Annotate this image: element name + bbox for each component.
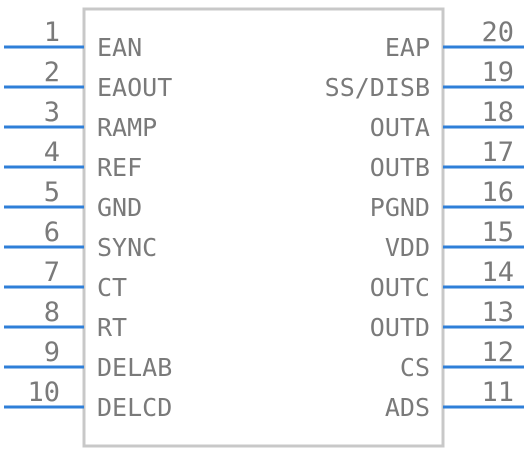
pin-number: 13 <box>481 297 514 328</box>
pin-number: 5 <box>44 177 60 208</box>
pin-number: 2 <box>44 57 60 88</box>
pin-number: 4 <box>44 137 60 168</box>
pin-name: RT <box>97 313 127 342</box>
pin-number: 17 <box>481 137 514 168</box>
pin-name: RAMP <box>97 113 157 142</box>
pin-number: 19 <box>481 57 514 88</box>
pin-number: 8 <box>44 297 60 328</box>
pin-number: 12 <box>481 337 514 368</box>
pin-number: 3 <box>44 97 60 128</box>
pin-number: 7 <box>44 257 60 288</box>
pin-name: CS <box>400 353 430 382</box>
pin-name: OUTC <box>370 273 430 302</box>
pin-name: VDD <box>385 233 430 262</box>
pin-number: 6 <box>44 217 60 248</box>
pin-number: 1 <box>44 17 60 48</box>
pin-name: PGND <box>370 193 430 222</box>
pin-name: GND <box>97 193 142 222</box>
pin-name: EAP <box>385 33 430 62</box>
pin-name: REF <box>97 153 142 182</box>
pin-name: CT <box>97 273 127 302</box>
pin-name: OUTA <box>370 113 430 142</box>
ic-body-outline <box>82 7 445 448</box>
pin-name: OUTB <box>370 153 430 182</box>
pin-name: EAOUT <box>97 73 172 102</box>
pin-number: 11 <box>481 377 514 408</box>
pin-name: OUTD <box>370 313 430 342</box>
pin-number: 14 <box>481 257 514 288</box>
pin-number: 15 <box>481 217 514 248</box>
pin-number: 16 <box>481 177 514 208</box>
right-pin-group: 20EAP19SS/DISB18OUTA17OUTB16PGND15VDD14O… <box>325 17 524 422</box>
pin-number: 20 <box>481 17 514 48</box>
pin-number: 18 <box>481 97 514 128</box>
pin-name: DELCD <box>97 393 172 422</box>
pin-name: EAN <box>97 33 142 62</box>
pin-number: 10 <box>27 377 60 408</box>
pin-number: 9 <box>44 337 60 368</box>
pin-name: SYNC <box>97 233 157 262</box>
pin-name: DELAB <box>97 353 172 382</box>
pin-name: SS/DISB <box>325 73 430 102</box>
pin-name: ADS <box>385 393 430 422</box>
